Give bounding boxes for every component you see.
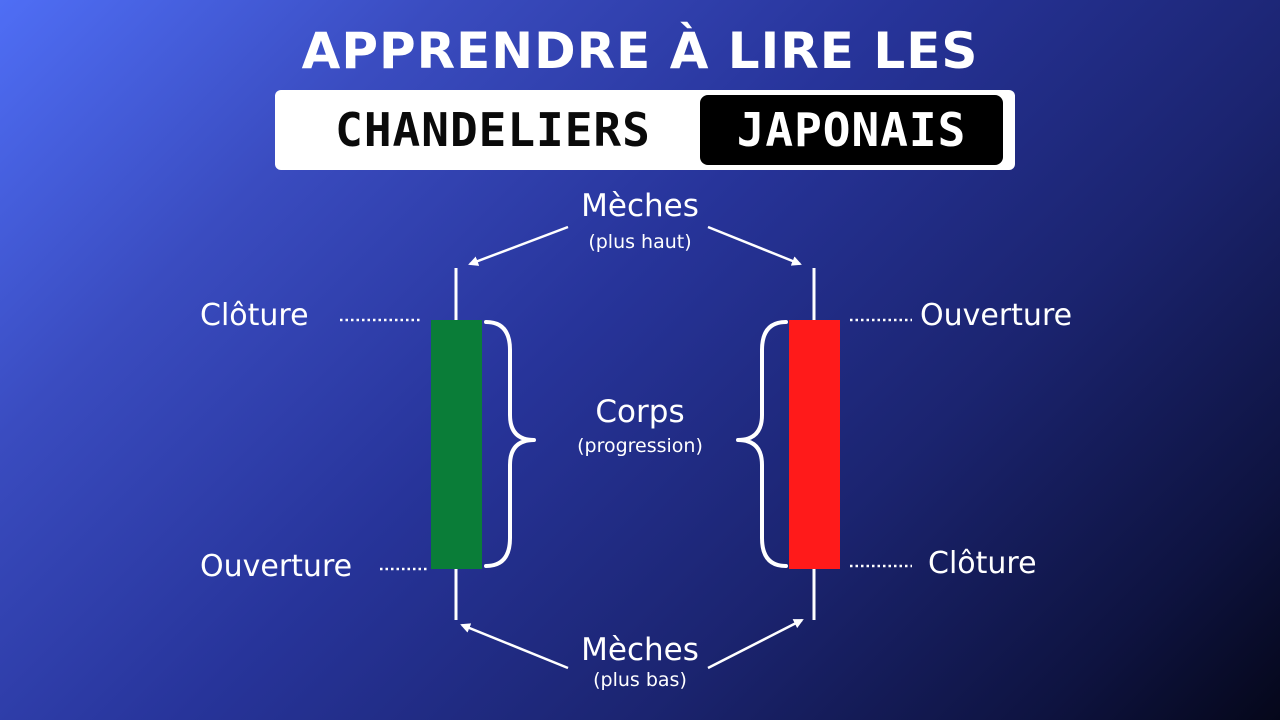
title-word-japonais: JAPONAIS <box>700 95 1003 165</box>
body-label: Corps <box>595 394 685 430</box>
bottom-wicks-sublabel: (plus bas) <box>593 669 687 691</box>
bear-open-label: Ouverture <box>920 298 1073 333</box>
body-sublabel: (progression) <box>577 435 703 457</box>
title-banner: CHANDELIERS JAPONAIS <box>275 90 1015 170</box>
bearish-body-brace <box>736 320 788 568</box>
bullish-candle-body <box>431 320 482 569</box>
bull-close-label: Clôture <box>200 298 309 333</box>
page-title: APPRENDRE À LIRE LES <box>301 22 979 80</box>
bearish-candle-body <box>789 320 840 569</box>
arrow-bottom-right <box>707 618 804 670</box>
bull-open-label: Ouverture <box>200 549 353 584</box>
title-word-chandeliers: CHANDELIERS <box>335 103 651 157</box>
arrow-top-left <box>468 225 569 266</box>
bullish-body-brace <box>484 320 536 568</box>
arrow-top-right <box>707 225 802 266</box>
bear-close-label: Clôture <box>928 546 1037 581</box>
bullish-candle <box>431 268 482 620</box>
arrow-bottom-left <box>460 623 569 670</box>
bottom-wicks-label: Mèches <box>581 632 699 668</box>
top-wicks-label: Mèches <box>581 188 699 224</box>
top-wicks-sublabel: (plus haut) <box>588 231 692 253</box>
bearish-candle <box>789 268 840 620</box>
